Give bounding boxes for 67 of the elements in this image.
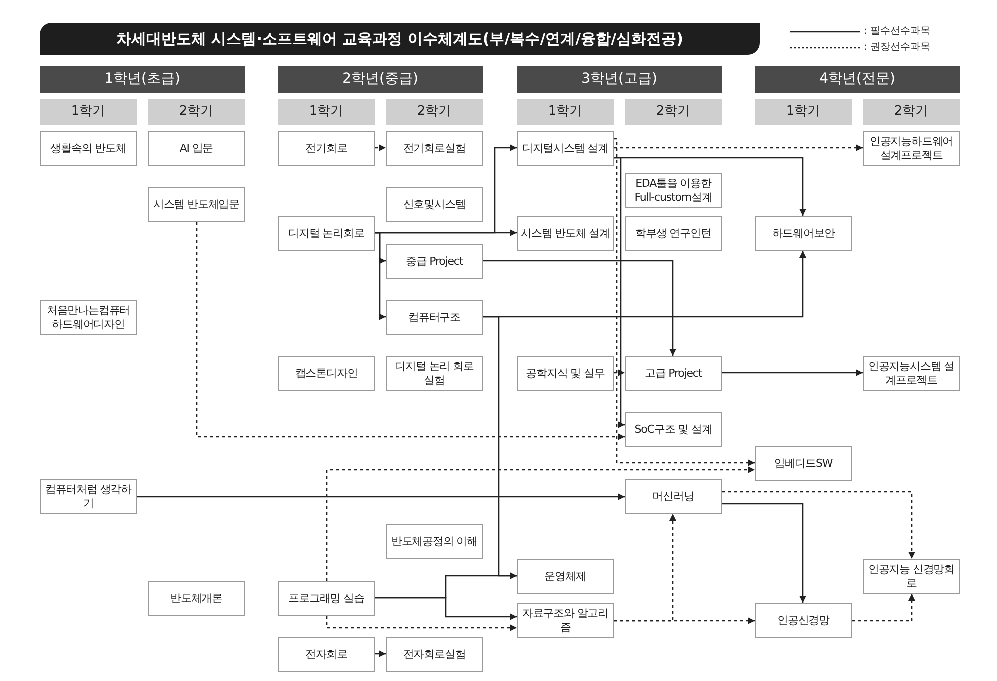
arrow xyxy=(722,491,916,559)
course-box: EDA툴을 이용한 Full-custom설계 xyxy=(625,173,722,208)
arrow xyxy=(196,222,625,440)
year-header: 4학년(전문) xyxy=(755,66,960,93)
course-box: 중급 Project xyxy=(386,244,483,279)
year-header: 3학년(고급) xyxy=(517,66,722,93)
arrow xyxy=(852,594,916,622)
course-box: 전자회로실험 xyxy=(386,637,483,672)
semester-header: 1학기 xyxy=(40,99,137,125)
course-box: 인공지능하드웨어 설계프로젝트 xyxy=(863,131,960,166)
course-box: 캡스톤디자인 xyxy=(278,356,375,391)
course-box: 머신러닝 xyxy=(625,479,722,514)
arrow xyxy=(483,260,676,356)
course-box: 디지털 논리회로 xyxy=(278,216,375,251)
semester-header: 2학기 xyxy=(148,99,245,125)
year-header: 1학년(초급) xyxy=(40,66,245,93)
semester-header: 1학기 xyxy=(755,99,852,125)
arrow xyxy=(375,232,386,320)
semester-header: 2학기 xyxy=(863,99,960,125)
title-bar: 차세대반도체 시스템·소프트웨어 교육과정 이수체계도(부/복수/연계/융합/심화전공) xyxy=(40,23,760,55)
course-box: 반도체개론 xyxy=(148,581,245,616)
course-box: 운영체제 xyxy=(517,559,614,594)
arrow xyxy=(326,616,517,632)
course-box: 하드웨어보안 xyxy=(755,216,852,251)
arrow xyxy=(614,157,625,428)
course-box: 인공지능 신경망회로 xyxy=(863,559,960,594)
semester-header: 2학기 xyxy=(386,99,483,125)
course-box: 전기회로 xyxy=(278,131,375,166)
course-box: 처음만나는컴퓨터 하드웨어디자인 xyxy=(40,300,137,335)
arrow xyxy=(614,514,676,622)
arrow xyxy=(375,650,386,658)
course-box: 생활속의 반도체 xyxy=(40,131,137,166)
legend-text: : 권장선수과목 xyxy=(864,41,931,55)
course-box: 신호및시스템 xyxy=(386,187,483,222)
arrow xyxy=(614,138,755,466)
arrow xyxy=(614,144,863,152)
year-header: 2학년(중급) xyxy=(278,66,483,93)
course-box: 고급 Project xyxy=(625,356,722,391)
arrow xyxy=(326,466,755,581)
semester-header: 2학기 xyxy=(625,99,722,125)
course-box: 시스템 반도체입문 xyxy=(148,187,245,222)
course-box: 전기회로실험 xyxy=(386,131,483,166)
semester-header: 1학기 xyxy=(517,99,614,125)
arrow xyxy=(375,144,386,152)
semester-header: 1학기 xyxy=(278,99,375,125)
arrow xyxy=(722,370,863,376)
course-box: 컴퓨터구조 xyxy=(386,300,483,335)
course-box: 디지털 논리 회로 실험 xyxy=(386,356,483,391)
course-box: 인공지능시스템 설계프로젝트 xyxy=(863,356,960,391)
arrow xyxy=(722,503,806,603)
arrow xyxy=(137,494,625,500)
course-box: 전자회로 xyxy=(278,637,375,672)
course-box: SoC구조 및 설계 xyxy=(625,412,722,447)
course-box: 컴퓨터처럼 생각하기 xyxy=(40,479,137,514)
course-box: 임베디드SW xyxy=(755,446,852,481)
course-box: 디지털시스템 설계 xyxy=(517,131,614,166)
course-box: 공학지식 및 실무 xyxy=(517,356,614,391)
course-box: 프로그래밍 실습 xyxy=(278,581,375,616)
legend-text: : 필수선수과목 xyxy=(864,25,931,39)
course-box: 자료구조와 알고리즘 xyxy=(517,603,614,638)
arrow xyxy=(614,370,625,376)
course-box: 반도체공정의 이해 xyxy=(386,524,483,559)
course-box: 시스템 반도체 설계 xyxy=(517,216,614,251)
arrow xyxy=(375,597,517,620)
course-box: 학부생 연구인턴 xyxy=(625,216,722,251)
course-box: 인공신경망 xyxy=(755,603,852,638)
course-box: AI 입문 xyxy=(148,131,245,166)
